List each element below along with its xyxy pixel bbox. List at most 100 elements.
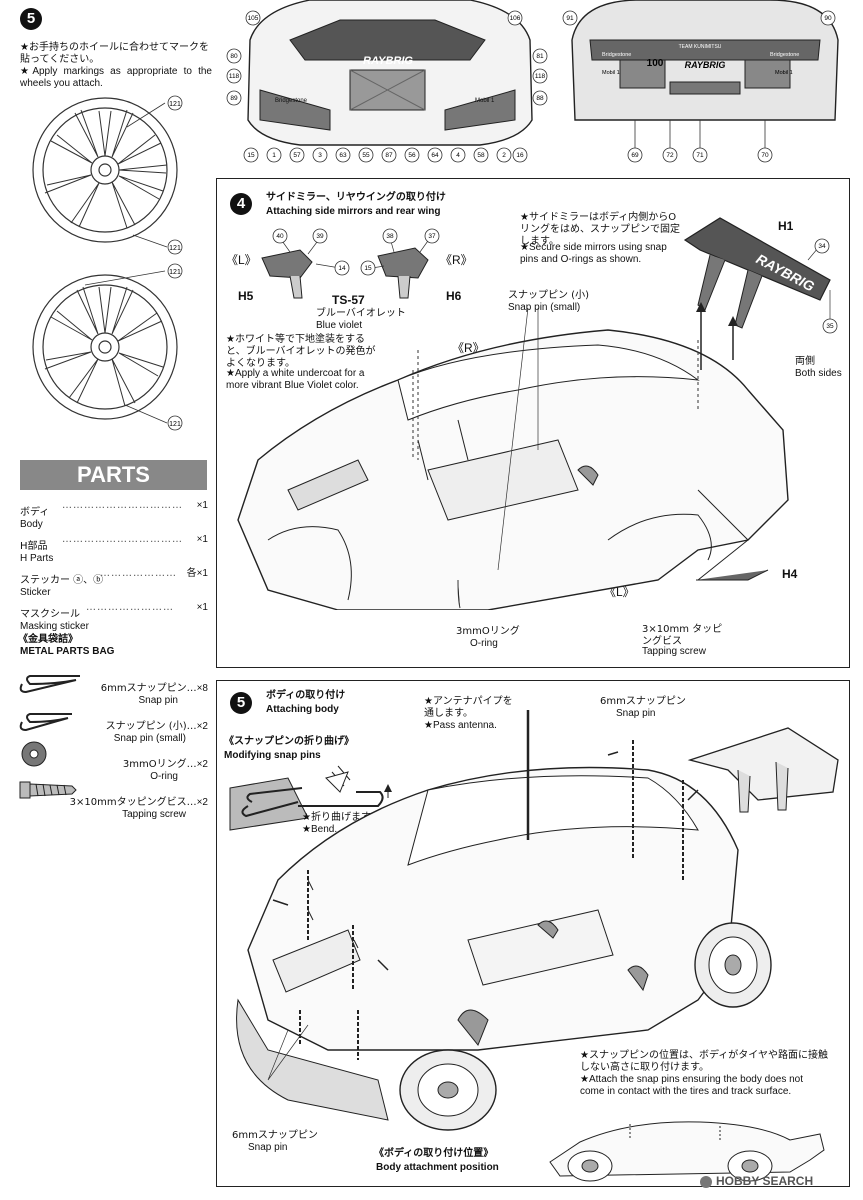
front-ref-105: 105 (248, 15, 259, 22)
wheel-ref-4: 121 (169, 421, 181, 428)
wing-ref-35: 35 (826, 323, 834, 330)
step-5-top-note-en: ★Apply markings as appropriate to the wh… (20, 66, 212, 89)
antenna-note-en: ★Pass antenna. (424, 720, 497, 731)
front-ref-4: 4 (456, 152, 460, 159)
part-item-en: Masking sticker (20, 621, 89, 632)
step-4-frame (216, 178, 850, 668)
part-item-jp: H部品 (20, 541, 48, 552)
metal-parts-icons (19, 675, 80, 799)
rear-ref-70: 70 (761, 152, 769, 159)
front-ref-64: 64 (431, 152, 439, 159)
metal-bag-title-en: METAL PARTS BAG (20, 646, 115, 657)
part-item-jp: マスクシール (20, 609, 80, 620)
rear-text-mobil-l: Mobil 1 (602, 70, 620, 76)
step-5-title-jp: ボディの取り付け (266, 690, 346, 701)
front-wheel-icon (399, 1049, 497, 1131)
front-ref-2: 2 (502, 152, 506, 159)
metal-item-leader: … (186, 797, 197, 808)
part-item-leader: ………………… (100, 568, 177, 579)
front-bridgestone: Bridgestone (275, 98, 308, 104)
step-5-top-note-jp: ★お手持ちのホイールに合わせてマークを貼ってください。 (20, 42, 209, 65)
part-item-qty: ×1 (196, 500, 208, 511)
body-position-illustration (549, 1121, 825, 1182)
snap-pin-small-icon (19, 713, 72, 732)
metal-item: 6mmスナップピン…×8 Snap pin (60, 676, 208, 714)
mirror-ref-39: 39 (316, 233, 324, 240)
snap-small-jp: スナップピン (小) (508, 290, 589, 301)
part-h6-label: H6 (446, 289, 462, 303)
part-h5-label: H5 (238, 289, 254, 303)
step-4-number: 4 (230, 193, 252, 215)
metal-item-jp: 3×10mmタッピングビス (69, 797, 187, 808)
rear-ref-90: 90 (824, 15, 832, 22)
rear-ref-71: 71 (696, 152, 704, 159)
part-item: ステッカー ⓐ、ⓑ ………………… 各×1 Sticker (20, 568, 208, 602)
watermark-icon (700, 1175, 712, 1188)
step-4-note-en: ★Secure side mirrors using snap pins and… (520, 242, 667, 265)
front-ref-1: 1 (272, 152, 276, 159)
part-item-qty: ×1 (196, 534, 208, 545)
snap6-label-bottom-en: Snap pin (248, 1142, 288, 1153)
mirror-ref-15: 15 (364, 265, 372, 272)
snap-small-en: Snap pin (small) (508, 302, 581, 313)
metal-bag-title-jp: 《金具袋詰》 (18, 634, 78, 645)
both-sides-jp: 両側 (795, 356, 815, 367)
snap6-label-top-en: Snap pin (616, 708, 656, 719)
position-note-jp: ★スナップピンの位置は、ボディがタイヤや路面に接触しない高さに取り付けます。 (580, 1050, 828, 1073)
part-item-leader: …………………………… (62, 534, 183, 545)
parts-header: PARTS (20, 460, 207, 490)
front-ref-15: 15 (247, 152, 255, 159)
part-h1-label: H1 (778, 219, 794, 233)
metal-item-en: Snap pin (138, 695, 178, 706)
step-4-r-label-2: 《R》 (452, 341, 485, 355)
part-h4-label: H4 (782, 567, 798, 581)
front-ref-63: 63 (339, 152, 347, 159)
position-title-jp: 《ボディの取り付け位置》 (374, 1148, 494, 1159)
step-4-title-jp: サイドミラー、リヤウイングの取り付け (266, 192, 446, 203)
mirror-ref-38: 38 (386, 233, 394, 240)
undercoat-note-jp: ★ホワイト等で下地塗装をすると、ブルーバイオレットの発色がよくなります。 (226, 334, 376, 369)
step-4-arrow-lines (497, 302, 769, 581)
step-5-title-en: Attaching body (266, 704, 339, 715)
front-ref-88: 88 (536, 95, 544, 102)
snap6-label-bottom-jp: 6mmスナップピン (232, 1130, 318, 1141)
rear-ref-72: 72 (666, 152, 674, 159)
step-5-body-illustration (236, 710, 839, 1131)
mirror-ref-37: 37 (428, 233, 436, 240)
metal-item-qty: ×2 (196, 797, 208, 808)
metal-item-en: Snap pin (small) (113, 733, 186, 744)
rear-text-raybrig: RAYBRIG (685, 60, 726, 70)
wheel-1 (32, 97, 178, 243)
front-raybrig: RAYBRIG (363, 55, 413, 67)
rear-wheel-icon (694, 922, 772, 1008)
tapping-screw-icon (19, 781, 77, 799)
wheel-illustrations: 121 121 121 121 (32, 95, 183, 431)
step-4-l-label-2: 《L》 (604, 585, 635, 599)
rear-wing-part: RAYBRIG 34 35 (683, 217, 838, 334)
front-ref-80: 80 (230, 53, 238, 60)
part-item: ボディ …………………………… ×1 Body (20, 500, 208, 534)
parts-list: ボディ …………………………… ×1 Body H部品 …………………………… … (20, 500, 208, 636)
rear-text-bridgestone-l: Bridgestone (602, 52, 631, 58)
screw-label-jp: 3×10mm タッピングビス (642, 624, 723, 647)
wing-ref-34: 34 (818, 243, 826, 250)
side-mirror-parts: 40 39 14 38 37 15 (261, 228, 440, 299)
wheel-ref-3: 121 (169, 269, 181, 276)
metal-item-jp: 3mmOリング (122, 759, 187, 770)
part-item-jp: ボディ (20, 507, 50, 518)
metal-item-en: O-ring (150, 771, 178, 782)
wheel-ref-1: 121 (169, 101, 181, 108)
antenna-note-jp: ★アンテナパイプを通します。 (424, 696, 513, 719)
part-item-leader: …………………… (86, 602, 174, 613)
part-item-jp: ステッカー ⓐ、ⓑ (20, 575, 104, 586)
oring-label-en: O-ring (470, 638, 498, 649)
mirror-ref-14: 14 (338, 265, 346, 272)
paint-name-en: Blue violet (316, 320, 363, 331)
rear-ref-91: 91 (566, 15, 574, 22)
front-ref-81: 81 (536, 53, 544, 60)
wheel-2 (32, 274, 178, 420)
step-4-title-en: Attaching side mirrors and rear wing (266, 206, 441, 217)
snap6-label-top-jp: 6mmスナップピン (600, 696, 686, 707)
screw-label-en: Tapping screw (642, 646, 706, 657)
front-view-illustration: RAYBRIG Bridgestone Mobil 1 105 106 80 8… (226, 0, 548, 163)
